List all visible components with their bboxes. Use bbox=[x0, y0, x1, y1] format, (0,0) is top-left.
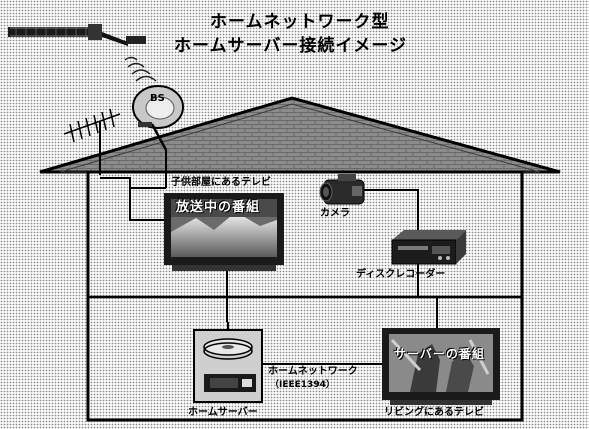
kids-room-tv-label: 子供部屋にあるテレビ bbox=[171, 177, 271, 188]
disk-recorder-icon bbox=[391, 230, 466, 265]
home-network-label: ホームネットワーク bbox=[268, 366, 358, 377]
bs-dish-label: BS bbox=[150, 93, 165, 104]
home-server-label: ホームサーバー bbox=[188, 407, 258, 418]
living-room-tv-label: リビングにあるテレビ bbox=[384, 407, 484, 418]
camera-label: カメラ bbox=[320, 208, 350, 219]
tv-aerial-antenna bbox=[63, 108, 121, 172]
kids-room-tv-screen-text: 放送中の番組 bbox=[176, 200, 261, 215]
disk-recorder-label: ディスクレコーダー bbox=[356, 269, 446, 280]
living-room-tv-icon bbox=[382, 328, 500, 405]
cables bbox=[99, 150, 438, 365]
home-server-icon bbox=[193, 329, 263, 403]
house-body bbox=[86, 170, 524, 422]
broadcast-waves bbox=[124, 56, 157, 82]
home-network-standard: （IEEE1394） bbox=[270, 380, 335, 390]
living-room-tv-screen-text: サーバーの番組 bbox=[394, 347, 485, 361]
camera-icon bbox=[319, 174, 365, 205]
kids-room-tv-icon bbox=[164, 193, 284, 271]
satellite-icon bbox=[8, 24, 146, 46]
diagram-title-line1: ホームネットワーク型 bbox=[210, 12, 390, 32]
bs-dish-antenna bbox=[132, 85, 184, 151]
diagram-title-line2: ホームサーバー接続イメージ bbox=[174, 36, 407, 56]
